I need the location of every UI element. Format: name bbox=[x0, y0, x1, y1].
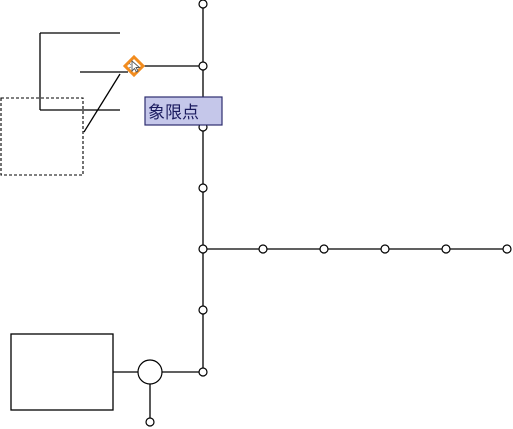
snap-tooltip-label: 象限点 bbox=[148, 103, 199, 123]
junction-circle-large[interactable] bbox=[137, 359, 163, 385]
horizontal-branch-nodes bbox=[258, 244, 512, 254]
bus-node[interactable] bbox=[198, 244, 208, 254]
bus-node[interactable] bbox=[198, 183, 208, 193]
branch-node[interactable] bbox=[258, 244, 268, 254]
bus-node[interactable] bbox=[198, 61, 208, 71]
dashed-selection-box bbox=[0, 97, 84, 176]
snap-tooltip: 象限点 bbox=[144, 96, 223, 126]
branch-node[interactable] bbox=[319, 244, 329, 254]
switch-blade-line bbox=[83, 73, 121, 133]
branch-node[interactable] bbox=[441, 244, 451, 254]
bottom-end-node[interactable] bbox=[145, 417, 155, 427]
equipment-box[interactable] bbox=[10, 333, 114, 411]
branch-node[interactable] bbox=[380, 244, 390, 254]
snap-tooltip-box bbox=[144, 96, 223, 126]
bus-node[interactable] bbox=[198, 367, 208, 377]
bus-node[interactable] bbox=[198, 0, 208, 9]
branch-node[interactable] bbox=[502, 244, 512, 254]
vertical-bus-nodes bbox=[198, 0, 208, 377]
bus-node[interactable] bbox=[198, 305, 208, 315]
object-snap-cursor-icon bbox=[128, 60, 141, 73]
quadrant-snap-marker bbox=[122, 54, 146, 78]
switch-symbol[interactable] bbox=[39, 32, 128, 133]
